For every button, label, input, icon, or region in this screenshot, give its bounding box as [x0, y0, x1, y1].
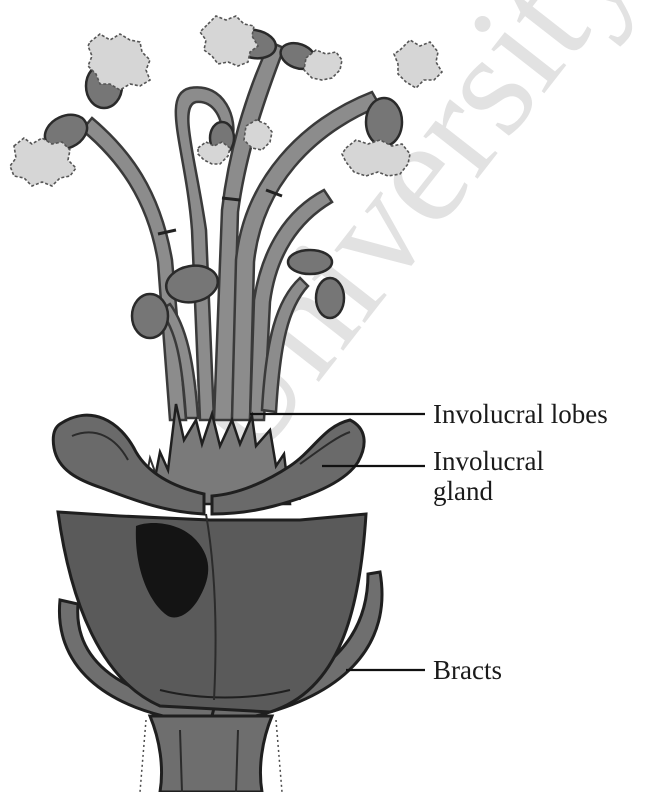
anther: [366, 98, 402, 146]
pedicel: [140, 716, 282, 792]
anther: [316, 278, 344, 318]
pollen-mass: [200, 16, 258, 66]
anther: [288, 250, 332, 274]
label-involucral-gland-line1: Involucral: [433, 446, 544, 476]
pedicel-stem: [150, 716, 272, 792]
pollen-mass: [342, 140, 410, 176]
label-involucral-gland-line2: gland: [433, 476, 493, 506]
pollen-mass: [304, 50, 342, 80]
label-involucral-lobes: Involucral lobes: [433, 399, 608, 429]
labels: Involucral lobes Involucral gland Bracts: [433, 399, 608, 685]
label-bracts: Bracts: [433, 655, 502, 685]
pollen-mass: [10, 138, 76, 186]
anther: [132, 294, 168, 338]
stamen-stalk: [82, 118, 186, 420]
